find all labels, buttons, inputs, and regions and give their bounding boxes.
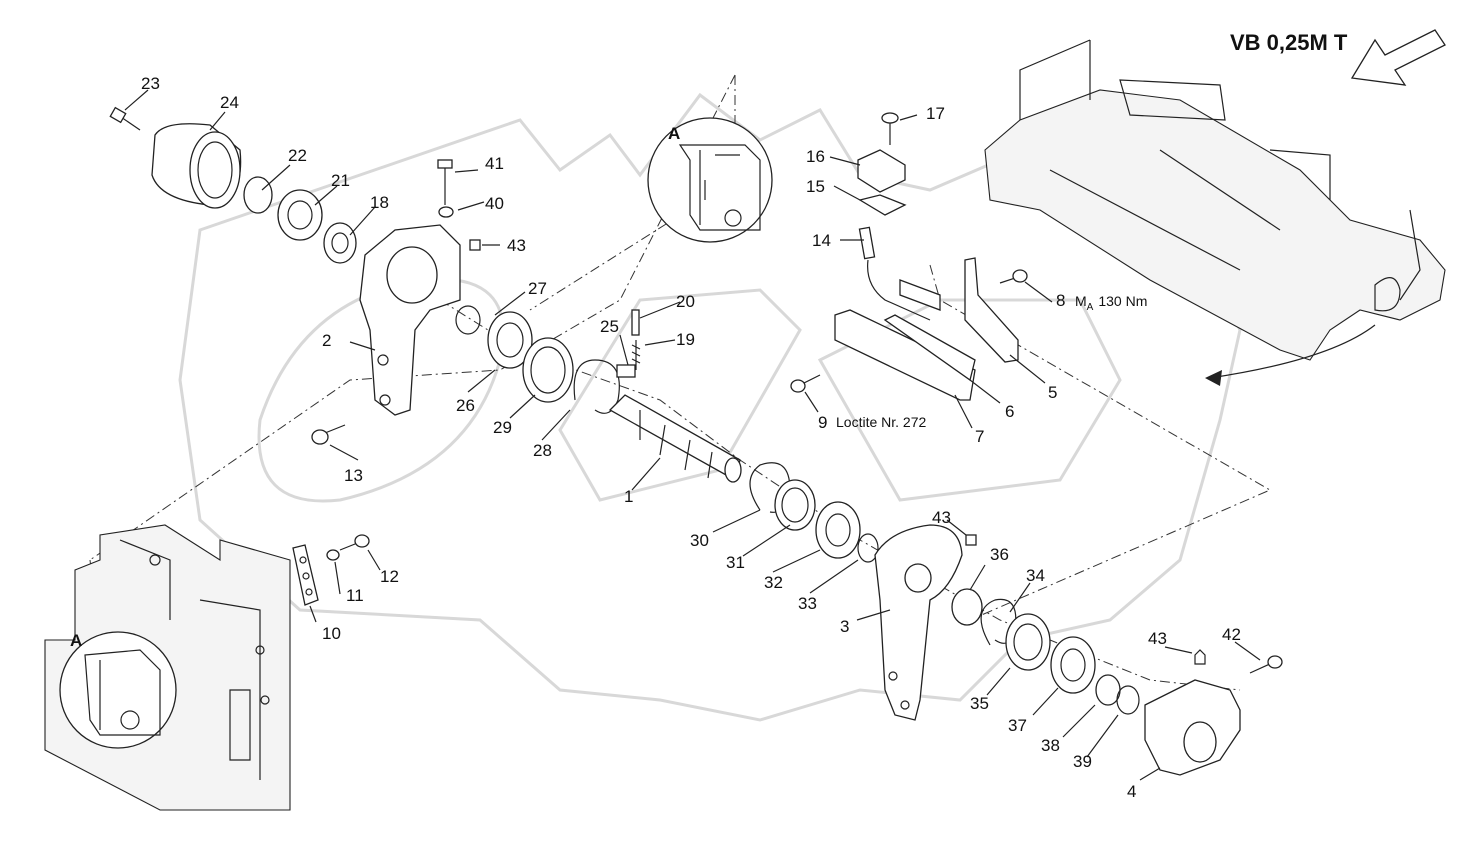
callout-15: 15 [806,177,825,196]
callout-41: 41 [485,154,504,173]
bearing-group-right [749,462,1140,715]
callout-25: 25 [600,317,619,336]
callout-34: 34 [1026,566,1045,585]
callout-35: 35 [970,694,989,713]
sensor-assembly [857,112,931,321]
detail-a-top [647,117,773,243]
callout-4: 4 [1127,782,1136,801]
callout-7: 7 [975,427,984,446]
detail-a-label-bottom: A [70,631,82,650]
part-2-bracket [359,224,461,416]
loctite-note: Loctite Nr. 272 [836,414,926,430]
callout-16: 16 [806,147,825,166]
part-1-shaft [608,309,742,483]
direction-arrow [1350,29,1446,86]
callout-18: 18 [370,193,389,212]
callout-10: 10 [322,624,341,643]
callout-12: 12 [380,567,399,586]
callout-43b: 43 [932,508,951,527]
notes: MA 130 Nm Loctite Nr. 272 [836,293,1147,430]
callout-8: 8 [1056,291,1065,310]
diagram-title: VB 0,25M T [1230,30,1348,55]
callout-9: 9 [818,413,827,432]
plates-5-6-7 [790,257,1028,401]
callout-14: 14 [812,231,831,250]
callout-30: 30 [690,531,709,550]
callout-22: 22 [288,146,307,165]
part-4-housing [1144,649,1283,776]
callout-36: 36 [990,545,1009,564]
callout-1: 1 [624,487,633,506]
callout-23: 23 [141,74,160,93]
callout-21: 21 [331,171,350,190]
callout-32: 32 [764,573,783,592]
part-3-lever [874,524,977,721]
callout-24: 24 [220,93,239,112]
detail-labels: A A [70,124,680,650]
bolts-40-41-43 [311,159,481,445]
bearing-group-left [455,305,620,414]
detail-a-label-top: A [668,124,680,143]
callout-43c: 43 [1148,629,1167,648]
callout-37: 37 [1008,716,1027,735]
callout-2: 2 [322,331,331,350]
callout-19: 19 [676,330,695,349]
callout-11: 11 [346,586,364,605]
part-group-top-left [109,106,357,264]
callout-27: 27 [528,279,547,298]
torque-subscript: A [1087,302,1094,313]
leader-lines [124,89,1261,781]
callout-29: 29 [493,418,512,437]
torque-value: 130 Nm [1098,293,1147,309]
callout-33: 33 [798,594,817,613]
callout-3: 3 [840,617,849,636]
callout-26: 26 [456,396,475,415]
machine-overview [984,39,1446,386]
callout-38: 38 [1041,736,1060,755]
callout-6: 6 [1005,402,1014,421]
callout-13: 13 [344,466,363,485]
callout-40: 40 [485,194,504,213]
callout-28: 28 [533,441,552,460]
callout-31: 31 [726,553,745,572]
main-frame [44,524,291,811]
part-10-plate [292,534,370,606]
callout-numbers: 1 2 3 4 5 6 7 8 9 10 11 12 13 14 15 16 1… [141,74,1241,801]
callout-39: 39 [1073,752,1092,771]
callout-43a: 43 [507,236,526,255]
callout-17: 17 [926,104,945,123]
callout-5: 5 [1048,383,1057,402]
callout-42: 42 [1222,625,1241,644]
callout-20: 20 [676,292,695,311]
torque-symbol: M [1075,293,1087,309]
